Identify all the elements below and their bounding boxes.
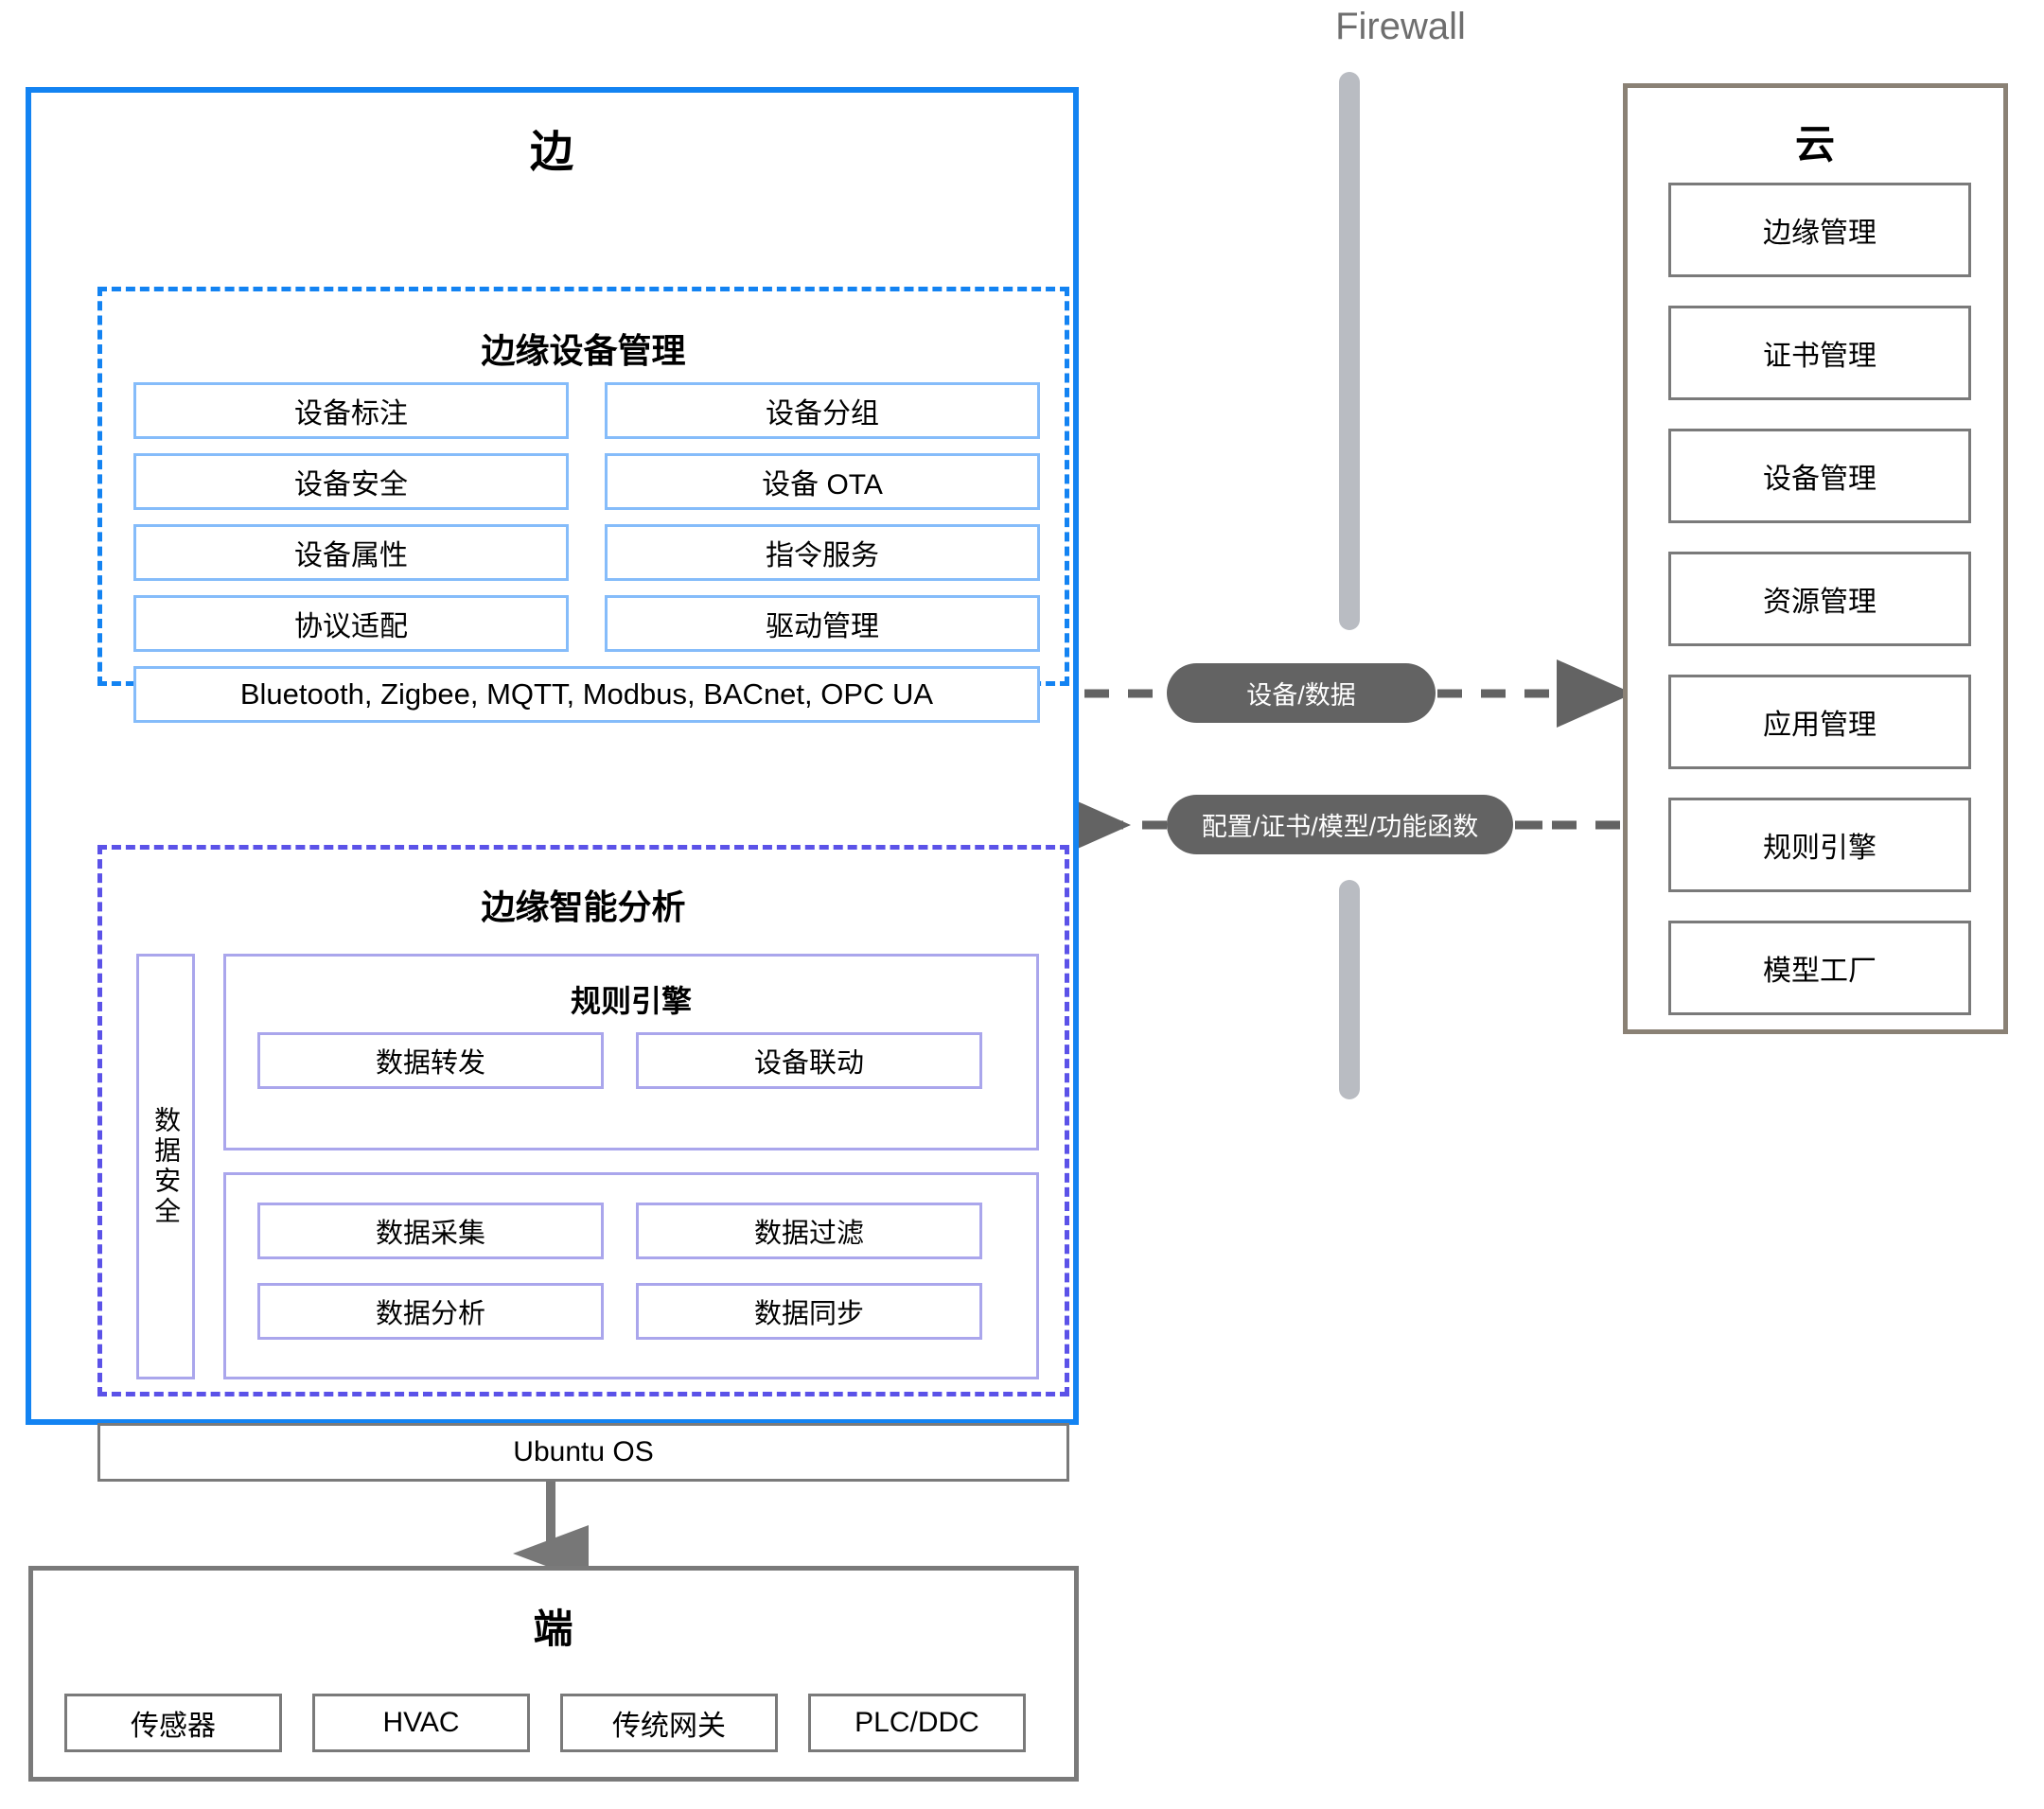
edge-intelligent-analysis-panel: 边缘智能分析 数据安全 规则引擎 数据转发 设备联动 数据采集 数据过滤 数据分…: [97, 845, 1069, 1396]
edge-intelligent-analysis-title: 边缘智能分析: [481, 887, 686, 926]
cloud-cell-certificate-management[interactable]: 证书管理: [1668, 306, 1971, 400]
rule-engine-group: 规则引擎 数据转发 设备联动: [223, 954, 1039, 1150]
edge-device-management-title: 边缘设备管理: [481, 331, 686, 370]
data-ops-cell-data-sync[interactable]: 数据同步: [636, 1283, 982, 1340]
cloud-panel: 云 边缘管理 证书管理 设备管理 资源管理 应用管理 规则引擎 模型工厂: [1623, 83, 2008, 1034]
firewall-bar-top: [1339, 72, 1360, 630]
edm-cell-device-security[interactable]: 设备安全: [133, 453, 569, 510]
ubuntu-os-bar[interactable]: Ubuntu OS: [97, 1423, 1069, 1482]
edm-cell-device-attributes[interactable]: 设备属性: [133, 524, 569, 581]
cloud-cell-device-management[interactable]: 设备管理: [1668, 429, 1971, 523]
firewall-label: Firewall: [1335, 6, 1466, 47]
edm-cell-device-ota[interactable]: 设备 OTA: [605, 453, 1040, 510]
edge-title: 边: [530, 127, 574, 176]
data-ops-cell-data-analysis[interactable]: 数据分析: [257, 1283, 604, 1340]
device-cell-plc-ddc[interactable]: PLC/DDC: [808, 1694, 1026, 1752]
flow-pill-device-data[interactable]: 设备/数据: [1167, 663, 1436, 723]
edm-cell-protocol-adaptation[interactable]: 协议适配: [133, 595, 569, 652]
data-ops-cell-data-collection[interactable]: 数据采集: [257, 1203, 604, 1259]
device-panel: 端 传感器 HVAC 传统网关 PLC/DDC: [28, 1566, 1079, 1782]
edm-cell-device-group[interactable]: 设备分组: [605, 382, 1040, 439]
data-security-box[interactable]: 数据安全: [136, 954, 195, 1379]
rule-engine-title: 规则引擎: [570, 984, 692, 1018]
cloud-cell-resource-management[interactable]: 资源管理: [1668, 552, 1971, 646]
data-security-label: 数据安全: [151, 1106, 182, 1227]
edm-protocols-bar[interactable]: Bluetooth, Zigbee, MQTT, Modbus, BACnet,…: [133, 666, 1040, 723]
rule-engine-cell-data-forwarding[interactable]: 数据转发: [257, 1032, 604, 1089]
edge-device-management-panel: 边缘设备管理 设备标注 设备分组 设备安全 设备 OTA 设备属性 指令服务 协…: [97, 287, 1069, 723]
device-cell-sensor[interactable]: 传感器: [64, 1694, 282, 1752]
edm-cell-driver-management[interactable]: 驱动管理: [605, 595, 1040, 652]
edm-cell-device-label[interactable]: 设备标注: [133, 382, 569, 439]
firewall-bar-bottom: [1339, 880, 1360, 1099]
device-cell-legacy-gateway[interactable]: 传统网关: [560, 1694, 778, 1752]
cloud-cell-edge-management[interactable]: 边缘管理: [1668, 183, 1971, 277]
device-title: 端: [533, 1607, 574, 1651]
rule-engine-cell-device-linkage[interactable]: 设备联动: [636, 1032, 982, 1089]
device-cell-hvac[interactable]: HVAC: [312, 1694, 530, 1752]
cloud-cell-model-factory[interactable]: 模型工厂: [1668, 921, 1971, 1015]
cloud-title: 云: [1794, 122, 1836, 167]
edge-panel: 边 边缘设备管理 设备标注 设备分组 设备安全 设备 OTA 设备属性 指令服务…: [26, 87, 1079, 1482]
edm-cell-command-service[interactable]: 指令服务: [605, 524, 1040, 581]
cloud-cell-rule-engine[interactable]: 规则引擎: [1668, 798, 1971, 892]
data-operations-group: 数据采集 数据过滤 数据分析 数据同步: [223, 1172, 1039, 1379]
flow-pill-config-cert-model-function[interactable]: 配置/证书/模型/功能函数: [1167, 795, 1513, 854]
cloud-cell-application-management[interactable]: 应用管理: [1668, 675, 1971, 769]
data-ops-cell-data-filtering[interactable]: 数据过滤: [636, 1203, 982, 1259]
